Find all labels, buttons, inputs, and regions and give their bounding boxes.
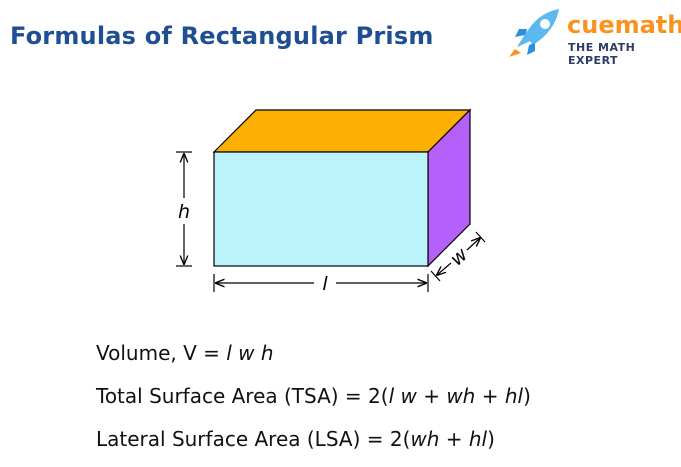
tsa-formula-suffix: ) <box>523 384 531 408</box>
volume-formula-prefix: Volume, V = <box>96 341 227 365</box>
lsa-formula-expr: wh + hl <box>410 427 488 451</box>
lsa-formula: Lateral Surface Area (LSA) = 2(wh + hl) <box>96 424 531 467</box>
prism-diagram: h l w <box>176 108 486 295</box>
volume-formula: Volume, V = l w h <box>96 338 531 381</box>
rocket-icon <box>509 9 559 57</box>
height-label: h <box>178 201 190 223</box>
tsa-formula-prefix: Total Surface Area (TSA) = 2( <box>96 384 389 408</box>
lsa-formula-suffix: ) <box>487 427 495 451</box>
volume-formula-expr: l w h <box>226 341 274 365</box>
prism-front-face <box>213 151 429 267</box>
page-title: Formulas of Rectangular Prism <box>10 22 434 50</box>
brand-name: cuemath <box>567 11 681 39</box>
tsa-formula-expr: l w + wh + hl <box>388 384 524 408</box>
brand-logo: cuemath THE MATH EXPERT <box>505 5 681 67</box>
length-dimension <box>213 274 429 292</box>
lsa-formula-prefix: Lateral Surface Area (LSA) = 2( <box>96 427 411 451</box>
formula-list: Volume, V = l w h Total Surface Area (TS… <box>96 338 531 467</box>
length-label: l <box>322 273 328 295</box>
width-dimension <box>430 231 486 282</box>
tsa-formula: Total Surface Area (TSA) = 2(l w + wh + … <box>96 381 531 424</box>
brand-tagline: THE MATH EXPERT <box>568 41 636 67</box>
height-dimension <box>176 151 192 267</box>
prism-top-face <box>212 109 472 153</box>
width-label: w <box>446 243 473 270</box>
